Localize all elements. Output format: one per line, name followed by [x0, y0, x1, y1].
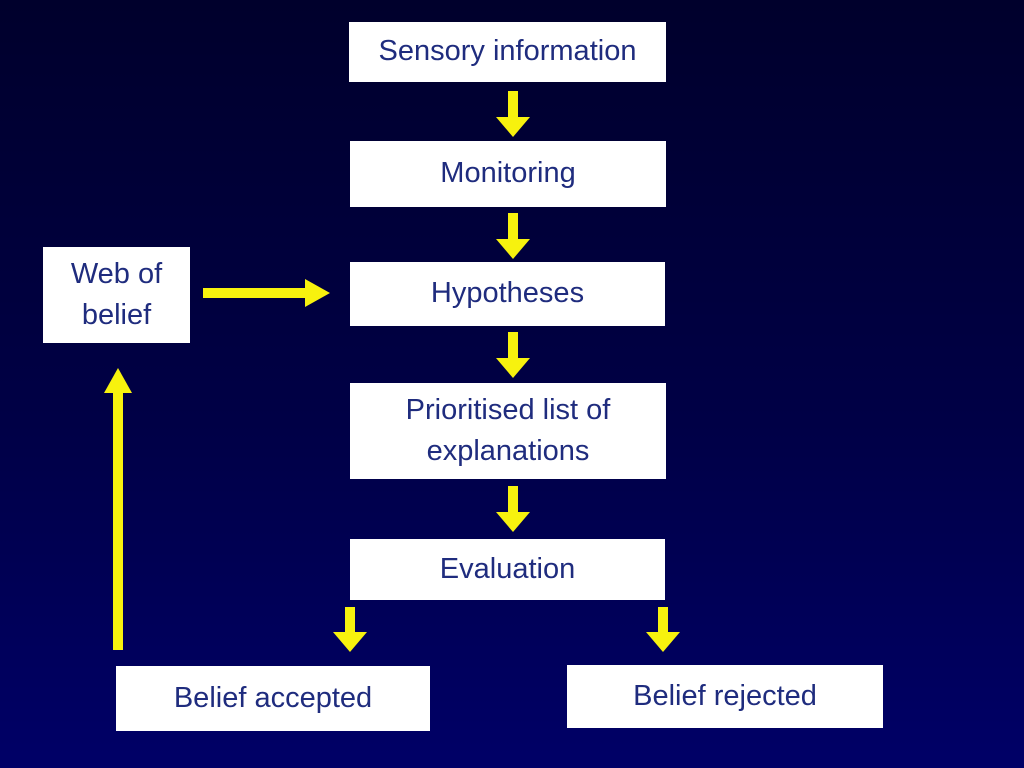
arrow-head [496, 358, 530, 378]
node-hypotheses-label: Hypotheses [430, 277, 585, 310]
arrow-head [496, 239, 530, 259]
node-belief-accepted: Belief accepted [116, 666, 430, 731]
node-web-of-belief: Web of belief [43, 247, 190, 343]
node-hypotheses: Hypotheses [350, 262, 665, 326]
node-belief-rejected: Belief rejected [567, 665, 883, 728]
node-belief-accepted-label: Belief accepted [173, 681, 373, 714]
node-prioritised-list-label: Prioritised list of explanations [405, 393, 611, 467]
arrow-down-icon [495, 213, 531, 259]
arrow-shaft [113, 393, 123, 650]
arrow-head [496, 117, 530, 137]
node-web-of-belief-label: Web of belief [70, 257, 163, 331]
node-belief-rejected-label: Belief rejected [633, 679, 817, 712]
node-prioritised-list: Prioritised list of explanations [350, 383, 666, 479]
arrow-head [333, 632, 367, 652]
arrow-shaft [203, 288, 305, 298]
arrow-down-icon [645, 607, 681, 652]
arrow-shaft [658, 607, 668, 632]
node-evaluation: Evaluation [350, 539, 665, 600]
arrow-shaft [345, 607, 355, 632]
arrow-shaft [508, 213, 518, 239]
node-sensory-information-label: Sensory information [378, 35, 637, 68]
arrow-head [104, 368, 132, 393]
arrow-shaft [508, 486, 518, 512]
arrow-right-icon [203, 278, 330, 308]
arrow-up-icon [101, 368, 135, 650]
node-sensory-information: Sensory information [349, 22, 666, 82]
arrow-down-icon [495, 91, 531, 137]
node-evaluation-label: Evaluation [439, 552, 576, 585]
arrow-down-icon [332, 607, 368, 652]
arrow-shaft [508, 91, 518, 117]
node-monitoring: Monitoring [350, 141, 666, 207]
arrow-head [646, 632, 680, 652]
arrow-shaft [508, 332, 518, 358]
arrow-down-icon [495, 486, 531, 532]
arrow-down-icon [495, 332, 531, 378]
arrow-head [305, 279, 330, 307]
node-monitoring-label: Monitoring [440, 157, 576, 190]
arrow-head [496, 512, 530, 532]
